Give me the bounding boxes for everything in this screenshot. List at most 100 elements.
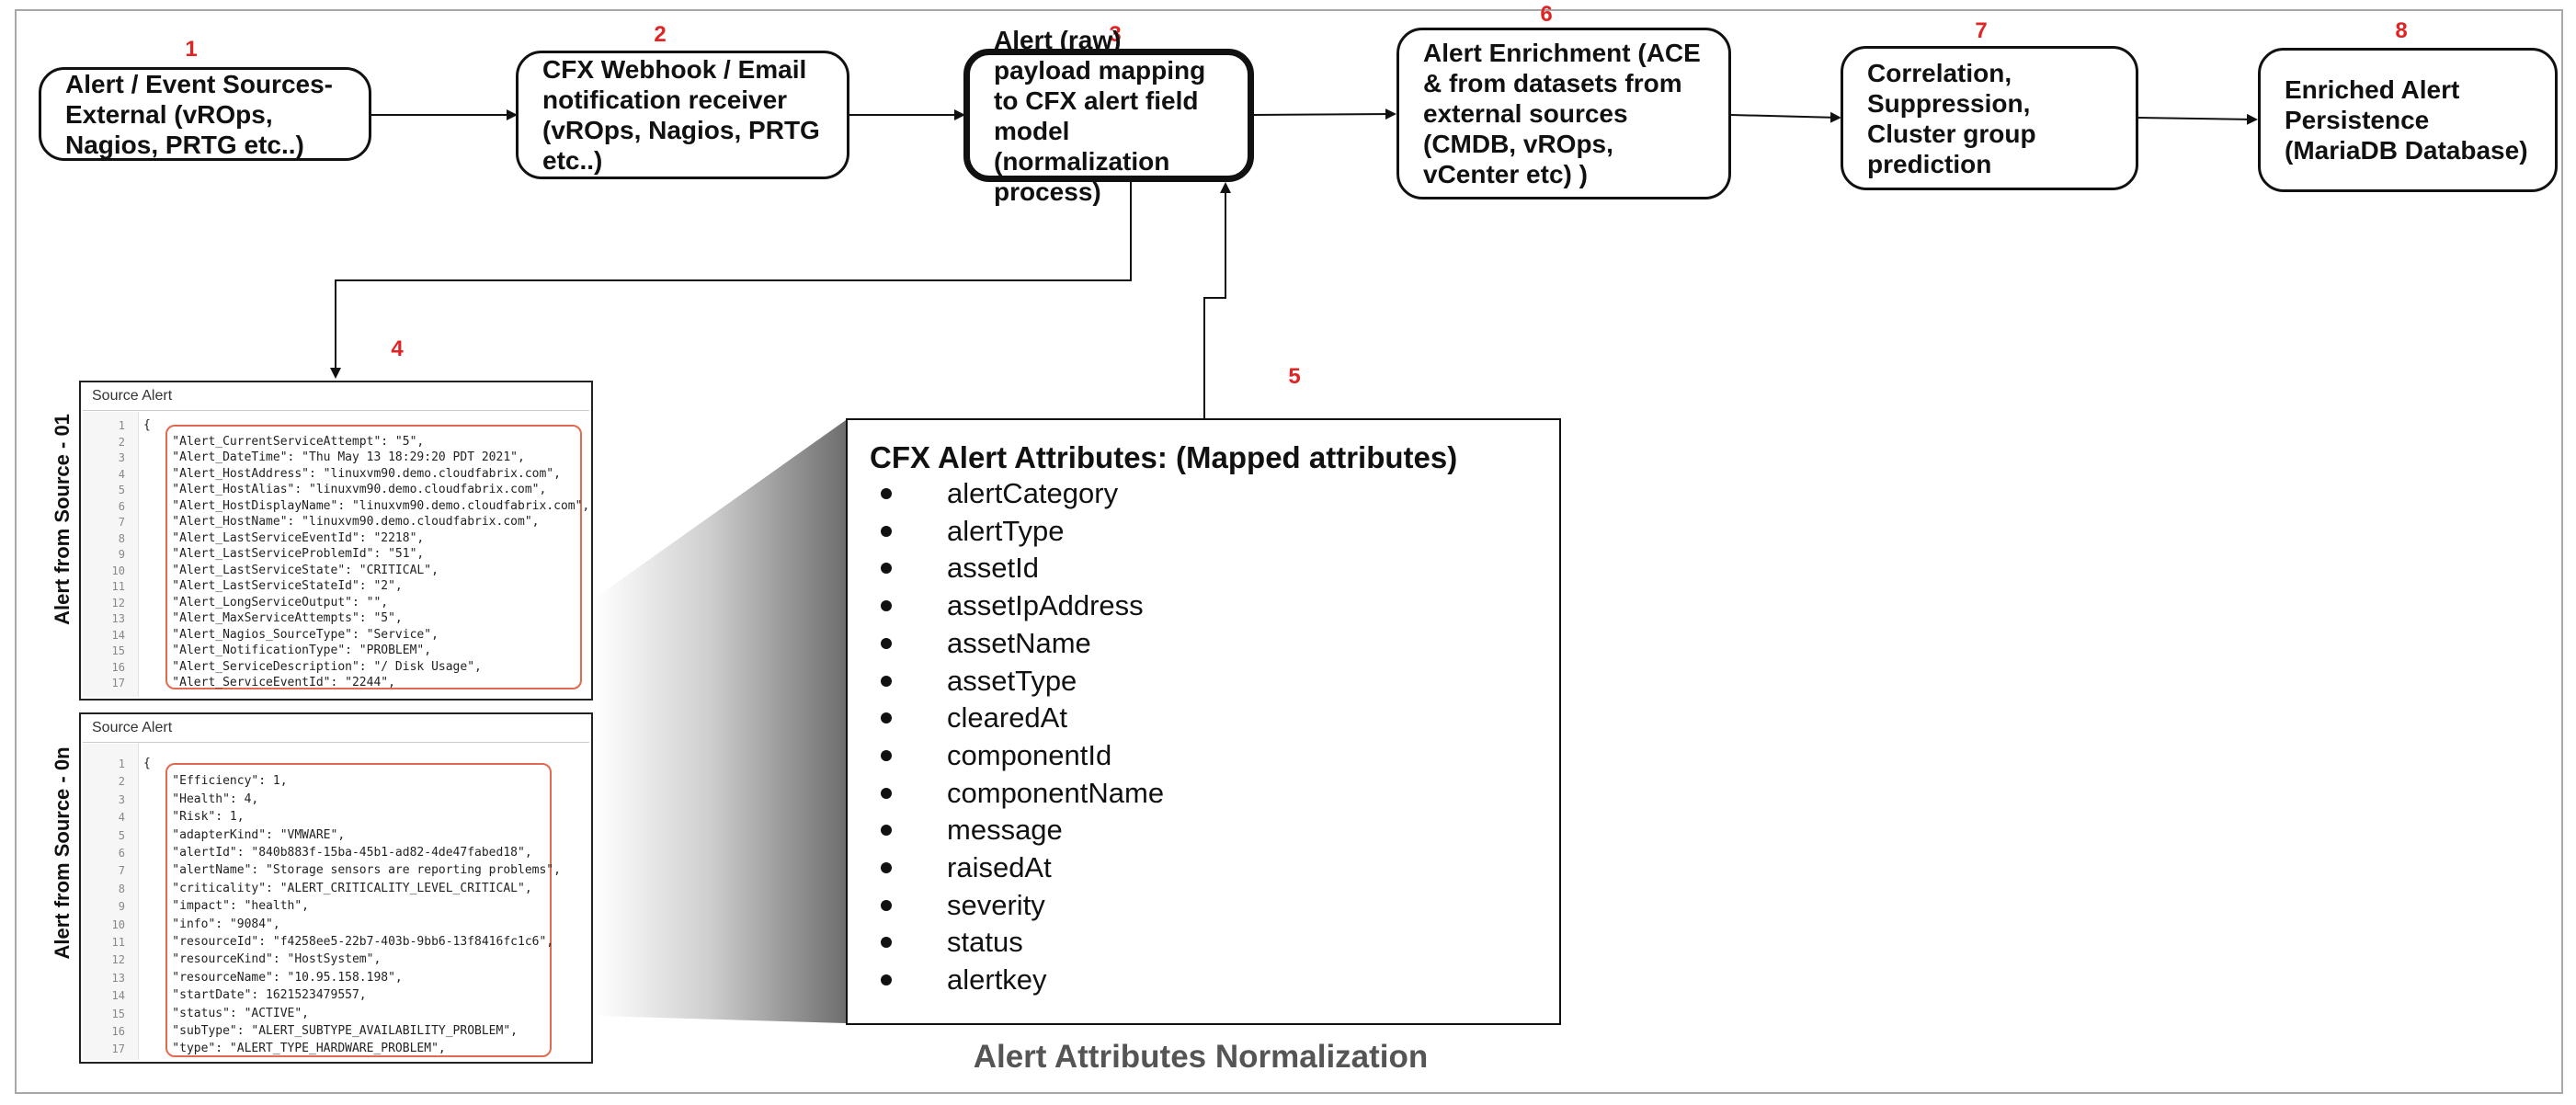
line-number: 16 [111, 660, 125, 674]
json-line: "alertName": "Storage sensors are report… [143, 863, 561, 878]
line-number: 11 [111, 936, 125, 949]
attribute-name: componentId [947, 738, 1112, 771]
bullet-icon [881, 974, 892, 986]
step-number-2: 2 [654, 22, 667, 47]
attribute-name: alertkey [947, 963, 1047, 997]
panel-divider [83, 410, 589, 411]
line-number: 12 [111, 953, 125, 967]
line-number: 4 [118, 467, 125, 481]
line-number: 12 [111, 596, 125, 609]
arrow-7-to-8 [2137, 113, 2258, 125]
line-number: 7 [118, 516, 125, 529]
json-line: "Alert_DateTime": "Thu May 13 18:29:20 P… [143, 450, 525, 464]
bullet-icon [881, 787, 892, 799]
json-line: "Alert_MaxServiceAttempts": "5", [143, 611, 403, 625]
line-number: 4 [118, 811, 125, 825]
line-number: 13 [111, 971, 125, 985]
attribute-list-item: componentName [881, 777, 1164, 810]
line-number: 17 [111, 1042, 125, 1056]
line-number: 16 [111, 1025, 125, 1038]
bullet-icon [881, 488, 892, 499]
json-line: { [143, 757, 151, 770]
bullet-icon [881, 712, 892, 724]
step-3-text: Alert (raw) payload mapping to CFX alert… [994, 25, 1206, 206]
arrow-3-to-6 [1252, 108, 1396, 120]
json-line: "startDate": 1621523479557, [143, 988, 367, 1003]
json-line: "type": "ALERT_TYPE_HARDWARE_PROBLEM", [143, 1042, 446, 1056]
line-number: 6 [118, 847, 125, 860]
json-line: "status": "ACTIVE", [143, 1006, 310, 1020]
json-line: "Alert_LastServiceEventId": "2218", [143, 530, 425, 545]
bullet-icon [881, 899, 892, 911]
bullet-icon [881, 675, 892, 687]
step-number-5: 5 [1288, 364, 1301, 389]
projection-beam [596, 420, 846, 1023]
attribute-list-item: raisedAt [881, 851, 1052, 884]
step-8-persistence: Enriched Alert Persistence (MariaDB Data… [2258, 48, 2558, 192]
line-number: 5 [118, 828, 125, 842]
line-number: 5 [118, 484, 125, 496]
line-number: 10 [111, 564, 125, 577]
attribute-list-item: assetType [881, 665, 1077, 698]
json-line: "Alert_CurrentServiceAttempt": "5", [143, 434, 425, 449]
line-number: 1 [118, 419, 125, 432]
attribute-list-item: assetId [881, 552, 1039, 585]
line-number: 15 [111, 1007, 125, 1020]
step-6-alert-enrichment: Alert Enrichment (ACE & from datasets fr… [1396, 28, 1731, 199]
attribute-name: status [947, 926, 1023, 959]
line-number: 2 [118, 435, 125, 449]
attribute-list-item: componentId [881, 739, 1111, 772]
line-number: 10 [111, 917, 125, 931]
attribute-list-item: alertType [881, 515, 1065, 548]
mapped-attributes-title: CFX Alert Attributes: (Mapped attributes… [870, 440, 1458, 474]
panel-divider [83, 742, 589, 743]
attribute-name: raisedAt [947, 851, 1052, 883]
json-line: "subType": "ALERT_SUBTYPE_AVAILABILITY_P… [143, 1024, 518, 1038]
source-01-label: Alert from Source - 01 [51, 414, 74, 625]
json-line: "Health": 4, [143, 792, 259, 806]
step-number-6: 6 [1540, 2, 1553, 27]
json-highlight-outline [165, 763, 552, 1057]
attribute-list-item: status [881, 926, 1023, 959]
line-number: 2 [118, 775, 125, 789]
bullet-icon [881, 749, 892, 761]
attribute-list-item: message [881, 814, 1063, 847]
arrow-6-to-7 [1730, 111, 1841, 123]
line-number: 1 [118, 758, 125, 770]
attribute-name: clearedAt [947, 701, 1067, 735]
attribute-list-item: alertkey [881, 963, 1047, 997]
line-number: 9 [118, 548, 125, 561]
attribute-list-item: alertCategory [881, 477, 1118, 510]
line-number: 14 [111, 989, 125, 1003]
json-line: "resourceKind": "HostSystem", [143, 952, 382, 967]
source-alert-panel-title: Source Alert [92, 720, 173, 735]
source-alert-panel-01: Source Alert 1{2 "Alert_CurrentServiceAt… [79, 381, 593, 701]
line-number: 7 [118, 864, 125, 878]
json-line: "Alert_LastServiceStateId": "2", [143, 579, 403, 593]
json-line: "criticality": "ALERT_CRITICALITY_LEVEL_… [143, 881, 532, 895]
source-alert-panel-0n: Source Alert 1{2 "Efficiency": 1,3 "Heal… [79, 712, 593, 1064]
json-line: "alertId": "840b883f-15ba-45b1-ad82-4de4… [143, 846, 532, 860]
json-line: "impact": "health", [143, 899, 310, 914]
json-line: "Alert_ServiceEventId": "2244", [143, 676, 395, 689]
source-alert-panel-title: Source Alert [92, 388, 173, 404]
attribute-name: assetType [947, 664, 1077, 697]
step-3-payload-mapping: Alert (raw) payload mapping to CFX alert… [963, 26, 1254, 206]
step-2-webhook-receiver: CFX Webhook / Email notification receive… [516, 51, 849, 179]
step-1-alert-sources: Alert / Event Sources-External (vROps, N… [39, 67, 371, 161]
json-line: "adapterKind": "VMWARE", [143, 827, 346, 842]
line-number: 9 [118, 900, 125, 914]
line-number: 8 [118, 531, 125, 545]
json-line: "Risk": 1, [143, 810, 245, 825]
step-7-correlation: Correlation, Suppression, Cluster group … [1841, 46, 2138, 190]
json-line: "resourceName": "10.95.158.198", [143, 970, 403, 985]
attribute-name: alertType [947, 514, 1065, 547]
arrow-3-to-4 [330, 180, 1132, 379]
attribute-name: alertCategory [947, 477, 1119, 509]
json-line: "Alert_LongServiceOutput": "", [143, 595, 389, 609]
bullet-icon [881, 825, 892, 837]
json-line: "Alert_ServiceDescription": "/ Disk Usag… [143, 659, 482, 674]
step-7-text: Correlation, Suppression, Cluster group … [1867, 58, 2036, 178]
